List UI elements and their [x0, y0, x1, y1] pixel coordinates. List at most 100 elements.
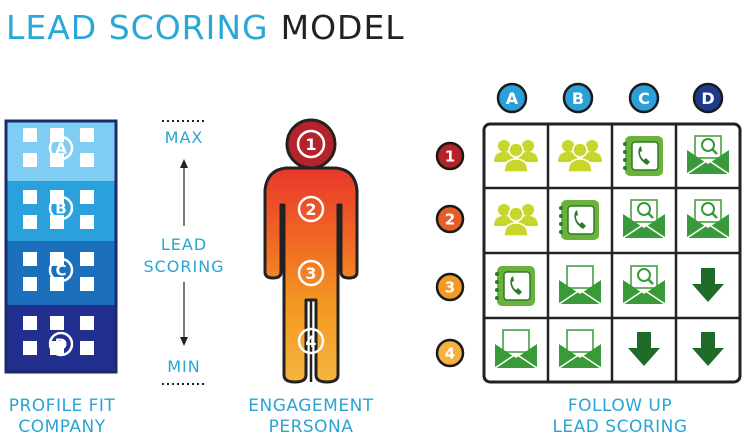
persona-caption: ENGAGEMENT PERSONA: [230, 396, 392, 438]
matrix-column-c-label: C: [638, 89, 650, 108]
matrix-column-b-circle: [562, 82, 594, 114]
matrix-column-d-circle: [692, 82, 724, 114]
matrix-row-headers: 1 2 3 4: [435, 141, 465, 368]
title-part-2: MODEL: [280, 8, 405, 47]
building-grade-d-circle: [48, 331, 74, 357]
matrix-row-1-circle: [435, 141, 465, 171]
building-window: [23, 277, 37, 291]
persona-level-3-circle: [297, 259, 325, 287]
matrix-row-2: 2: [435, 204, 465, 234]
persona-level-1: 1: [296, 129, 326, 159]
building-window: [23, 215, 37, 229]
matrix-caption-line-1: FOLLOW UP: [567, 396, 673, 416]
scale-max-label: MAX: [164, 128, 204, 147]
matrix-row-4-circle: [435, 338, 465, 368]
persona-level-4-label: 4: [305, 332, 316, 351]
building-window: [23, 252, 37, 266]
persona-level-4: 4: [297, 327, 325, 355]
matrix-row-4: 4: [435, 338, 465, 368]
persona-caption-line-1: ENGAGEMENT: [248, 396, 374, 416]
building-window: [80, 316, 94, 330]
phone-icon: [623, 136, 663, 176]
persona-level-2-label: 2: [305, 200, 316, 219]
people-icon: [494, 140, 538, 173]
lead-scoring-scale: [162, 120, 206, 385]
building-grade-a: A: [48, 135, 74, 161]
building-window: [23, 128, 37, 142]
scale-middle-label: LEAD SCORING: [136, 234, 232, 278]
persona-level-1-label: 1: [305, 135, 316, 154]
building-window: [23, 190, 37, 204]
company-caption: PROFILE FIT COMPANY: [0, 396, 124, 438]
building-window: [80, 190, 94, 204]
building-window: [80, 128, 94, 142]
matrix-row-3-label: 3: [445, 278, 455, 296]
phone-icon: [495, 266, 535, 306]
building-window: [80, 341, 94, 355]
email-search-icon: [622, 265, 666, 305]
persona-caption-line-2: PERSONA: [268, 417, 354, 437]
email-icon: [558, 265, 602, 305]
matrix-row-1-label: 1: [445, 147, 455, 165]
matrix-row-4-label: 4: [445, 344, 455, 362]
email-icon: [558, 329, 602, 369]
persona-figure: 1 2 3 4: [263, 118, 359, 384]
matrix-column-d-label: D: [701, 89, 714, 108]
email-search-icon: [622, 199, 666, 239]
scale-middle-line-2: SCORING: [143, 257, 225, 276]
persona-body: [263, 166, 359, 384]
matrix-caption: FOLLOW UP LEAD SCORING: [530, 396, 710, 438]
page-title: LEAD SCORING MODEL: [6, 8, 405, 47]
matrix-column-a-circle: [496, 82, 528, 114]
matrix-row-3: 3: [435, 272, 465, 302]
matrix-row-2-label: 2: [445, 210, 455, 228]
people-icon: [558, 140, 602, 173]
matrix-row-2-circle: [435, 204, 465, 234]
building-window: [80, 153, 94, 167]
persona-head: [285, 118, 337, 170]
matrix-column-c: C: [628, 82, 660, 114]
building-window: [23, 341, 37, 355]
scale-middle-line-1: LEAD: [160, 235, 208, 254]
matrix-column-a: A: [496, 82, 528, 114]
scale-min-label: MIN: [167, 357, 201, 376]
building-grade-d-label: D: [55, 335, 67, 353]
arrow-down-icon: [628, 332, 660, 366]
email-search-icon: [686, 135, 730, 175]
matrix-column-a-label: A: [506, 89, 519, 108]
arrow-down-icon: [692, 268, 724, 302]
matrix-column-b: B: [562, 82, 594, 114]
building-grade-d: D: [48, 331, 74, 357]
building-window: [23, 316, 37, 330]
building-grade-c-label: C: [55, 261, 66, 279]
building-band-c: [6, 241, 116, 305]
building-grade-badges: A B C D: [48, 135, 74, 357]
email-icon: [494, 329, 538, 369]
matrix-cells: [494, 135, 730, 369]
building-grade-b-label: B: [55, 199, 66, 217]
building-outline: [4, 119, 118, 374]
matrix-caption-line-2: LEAD SCORING: [552, 417, 688, 437]
building-grade-c: C: [48, 257, 74, 283]
building-window: [80, 277, 94, 291]
scale-arrow-down: [180, 337, 188, 346]
building-grade-b: B: [48, 195, 74, 221]
building-grade-c-circle: [48, 257, 74, 283]
people-icon: [494, 204, 538, 237]
persona-level-3-label: 3: [305, 264, 316, 283]
building-window: [80, 215, 94, 229]
building-window: [80, 252, 94, 266]
arrow-down-icon: [692, 332, 724, 366]
persona-level-2-circle: [297, 195, 325, 223]
building-window: [23, 153, 37, 167]
matrix-column-d: D: [692, 82, 724, 114]
company-caption-line-2: COMPANY: [18, 417, 106, 437]
matrix-row-3-circle: [435, 272, 465, 302]
building-grade-b-circle: [48, 195, 74, 221]
title-part-1: LEAD SCORING: [6, 8, 269, 47]
company-caption-line-1: PROFILE FIT: [8, 396, 116, 416]
follow-up-matrix: A B C D 1 2 3 4: [435, 82, 742, 384]
email-search-icon: [686, 199, 730, 239]
matrix-column-b-label: B: [572, 89, 584, 108]
